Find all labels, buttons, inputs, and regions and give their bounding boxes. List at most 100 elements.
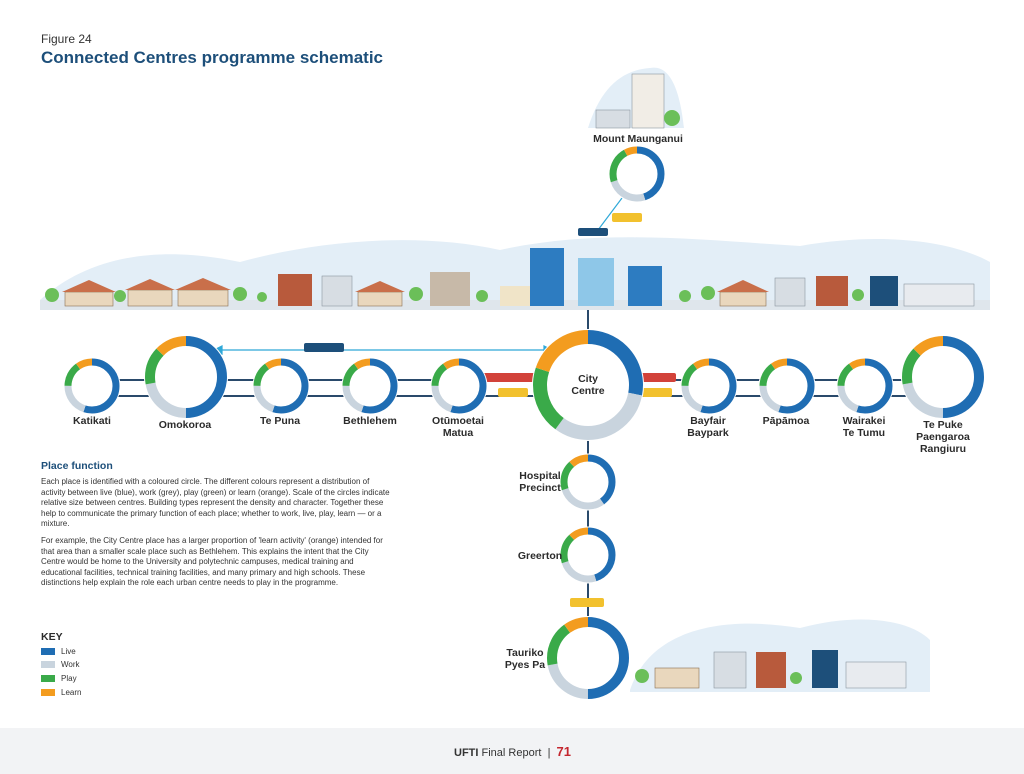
- donut-background: [758, 357, 816, 415]
- key-item-learn: Learn: [41, 686, 81, 698]
- footer: UFTI Final Report | 71: [448, 744, 578, 759]
- donut-segment-learn: [253, 358, 309, 414]
- page-number: 71: [556, 744, 572, 759]
- key-swatch-play: [41, 674, 55, 682]
- skyline-south: [630, 619, 930, 692]
- place-function-paragraph-1: Each place is identified with a coloured…: [41, 477, 390, 529]
- footer-report-name: UFTI: [454, 747, 479, 759]
- place-label-tauriko-pyes-pa: Tauriko Pyes Pa: [504, 647, 546, 671]
- donut-segment-learn: [547, 617, 629, 699]
- key-label-live: Live: [61, 646, 76, 656]
- donut-background: [252, 357, 310, 415]
- donut-segment-play: [547, 617, 629, 699]
- donut-mount-maunganui: [608, 145, 666, 203]
- donut-segment-play: [533, 330, 643, 440]
- donut-segment-learn: [533, 330, 643, 440]
- transit-vehicles: [304, 213, 676, 607]
- donut-segment-work: [681, 358, 737, 414]
- donut-background: [532, 329, 644, 441]
- place-function-paragraph-2: For example, the City Centre place has a…: [41, 536, 383, 588]
- donut-background: [559, 526, 617, 584]
- donut-segment-learn: [837, 358, 893, 414]
- place-label-city-centre: City Centre: [571, 373, 605, 397]
- donut-background: [901, 335, 985, 419]
- place-label-omokoroa: Omokoroa: [158, 419, 212, 431]
- donut-segment-work: [759, 358, 815, 414]
- donut-background: [546, 616, 630, 700]
- key-item-work: Work: [41, 658, 80, 670]
- donut-background: [836, 357, 894, 415]
- skyline-main: [40, 237, 990, 310]
- donut-katikati: [63, 357, 121, 415]
- donut-segment-work: [837, 358, 893, 414]
- key-item-live: Live: [41, 645, 76, 657]
- donut-tauriko-pyes-pa: [546, 616, 630, 700]
- donut-segment-work: [64, 358, 120, 414]
- donut-background: [608, 145, 666, 203]
- key-item-play: Play: [41, 672, 77, 684]
- donut-segment-work: [342, 358, 398, 414]
- donut-city-centre: [532, 329, 644, 441]
- donut-segment-learn: [431, 358, 487, 414]
- place-label-te-puna: Te Puna: [259, 415, 301, 427]
- key-swatch-live: [41, 647, 55, 655]
- donut-segment-learn: [902, 336, 984, 418]
- key-label-learn: Learn: [61, 687, 82, 697]
- place-label-papamoa: Pāpāmoa: [762, 415, 810, 427]
- donut-greerton: [559, 526, 617, 584]
- schematic-diagram: [40, 67, 990, 700]
- donut-background: [680, 357, 738, 415]
- place-label-mount-maunganui: Mount Maunganui: [593, 133, 683, 145]
- place-label-hospital-precinct: Hospital Precinct: [519, 470, 561, 494]
- place-label-otumoetai-matua: Otūmoetai Matua: [432, 415, 484, 439]
- page-title: Connected Centres programme schematic: [41, 48, 383, 67]
- donut-segment-play: [902, 336, 984, 418]
- donut-segment-play: [145, 336, 227, 418]
- key-label-play: Play: [61, 673, 77, 683]
- footer-separator: |: [547, 747, 551, 759]
- donut-segment-learn: [560, 454, 616, 510]
- place-label-te-puke: Te Puke Paengaroa Rangiuru: [916, 419, 970, 455]
- donut-segment-play: [609, 146, 665, 202]
- donut-background: [63, 357, 121, 415]
- donut-segment-work: [431, 358, 487, 414]
- donut-hospital-precinct: [559, 453, 617, 511]
- figure-label: Figure 24: [41, 32, 92, 46]
- place-label-katikati: Katikati: [73, 415, 111, 427]
- donut-wairakei-te-tumu: [836, 357, 894, 415]
- donut-segment-learn: [759, 358, 815, 414]
- key-label-work: Work: [61, 659, 80, 669]
- key-swatch-learn: [41, 688, 55, 696]
- donut-papamoa: [758, 357, 816, 415]
- donut-bethlehem: [341, 357, 399, 415]
- place-label-bethlehem: Bethlehem: [343, 415, 397, 427]
- donut-segment-learn: [145, 336, 227, 418]
- donut-segment-learn: [342, 358, 398, 414]
- donut-te-puke: [901, 335, 985, 419]
- donut-segment-learn: [64, 358, 120, 414]
- donut-segment-work: [560, 527, 616, 583]
- donut-segment-work: [560, 454, 616, 510]
- skyline-mount: [588, 67, 684, 129]
- place-label-bayfair-baypark: Bayfair Baypark: [687, 415, 729, 439]
- donut-segment-work: [253, 358, 309, 414]
- donut-background: [559, 453, 617, 511]
- key-swatch-work: [41, 660, 55, 668]
- place-label-greerton: Greerton: [517, 550, 563, 562]
- donut-segment-learn: [609, 146, 665, 202]
- donut-segment-learn: [560, 527, 616, 583]
- donut-segment-learn: [681, 358, 737, 414]
- donut-otumoetai-matua: [430, 357, 488, 415]
- footer-report-suffix: Final Report: [478, 747, 542, 759]
- donut-background: [341, 357, 399, 415]
- donut-segment-play: [560, 527, 616, 583]
- place-label-wairakei-te-tumu: Wairakei Te Tumu: [842, 415, 886, 439]
- donut-te-puna: [252, 357, 310, 415]
- donut-background: [430, 357, 488, 415]
- donut-segment-work: [533, 330, 643, 440]
- donut-omokoroa: [144, 335, 228, 419]
- donut-background: [144, 335, 228, 419]
- donut-bayfair-baypark: [680, 357, 738, 415]
- key-title: KEY: [41, 631, 63, 643]
- place-function-title: Place function: [41, 460, 113, 472]
